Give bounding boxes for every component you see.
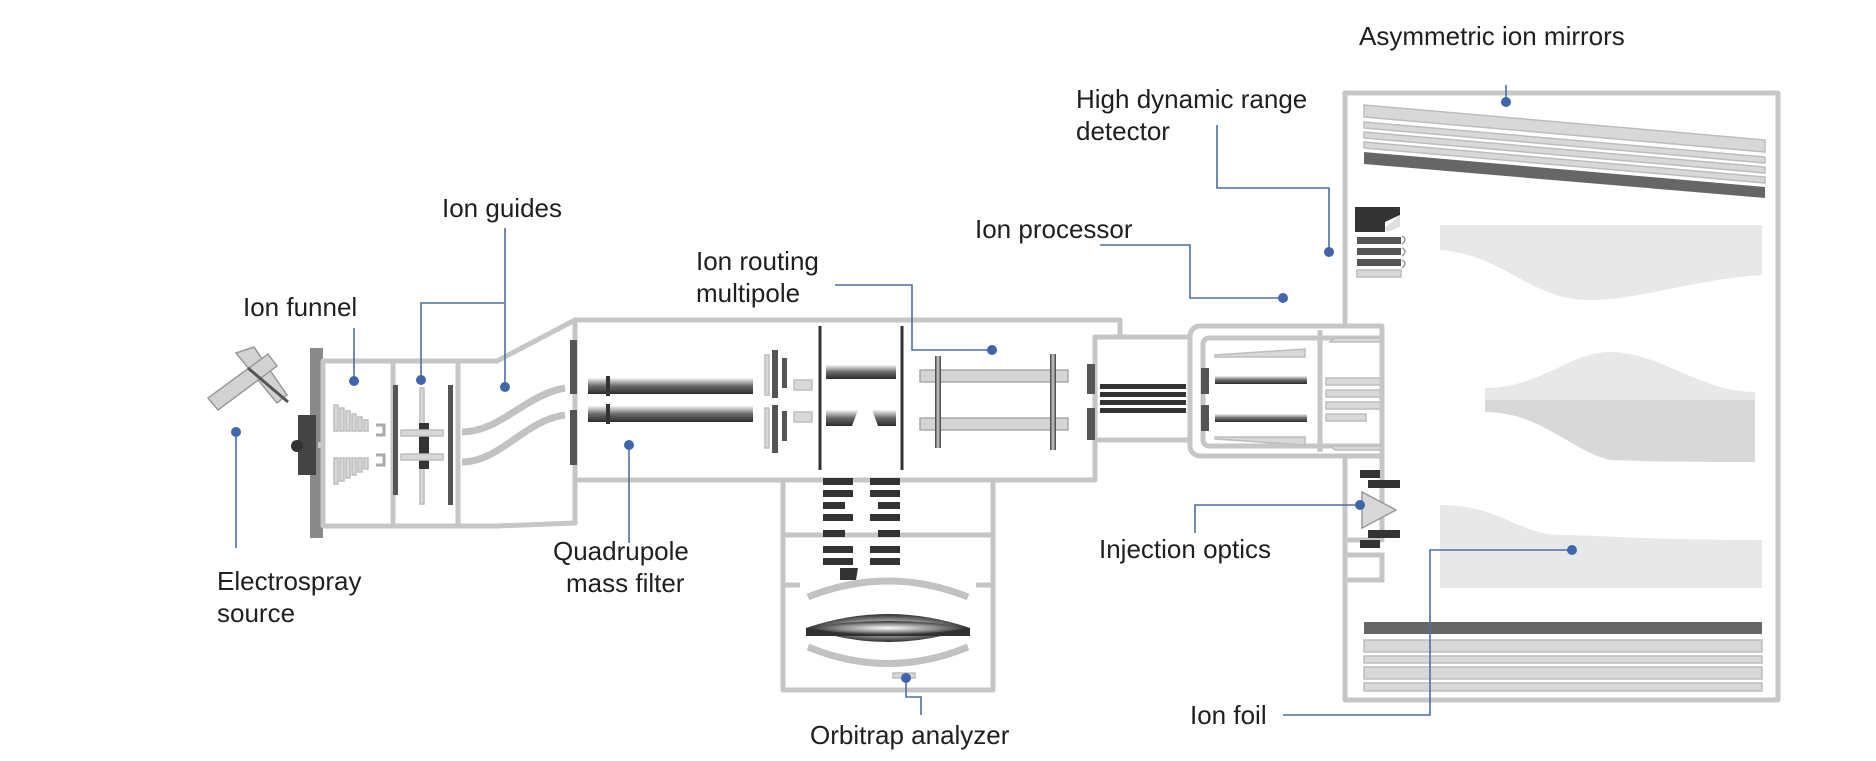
label-high-dynamic-range-detector: High dynamic range detector	[1076, 84, 1314, 146]
label-orbitrap-analyzer: Orbitrap analyzer	[810, 720, 1010, 750]
upper-ion-mirror	[1363, 104, 1766, 198]
label-electrospray-source: Electrospray source	[217, 566, 369, 628]
label-ion-processor: Ion processor	[975, 214, 1133, 244]
orbitrap-electrodes	[806, 577, 970, 679]
ion-beam-envelopes	[1440, 225, 1762, 588]
injection-optics	[1360, 470, 1400, 548]
ion-funnel-electrodes	[333, 404, 386, 485]
detector-assembly	[1355, 207, 1406, 278]
instrument-drawing	[206, 90, 1781, 703]
leader-lines	[235, 85, 1572, 716]
c-trap-electrodes	[823, 478, 900, 580]
label-asymmetric-ion-mirrors: Asymmetric ion mirrors	[1359, 21, 1625, 51]
label-ion-routing-multipole: Ion routing multipole	[696, 246, 826, 308]
labels: Electrospray source Ion funnel Ion guide…	[217, 21, 1625, 750]
orbitrap-section	[780, 477, 996, 693]
label-injection-optics: Injection optics	[1099, 534, 1271, 564]
label-ion-funnel: Ion funnel	[243, 292, 357, 322]
label-ion-foil: Ion foil	[1190, 700, 1267, 730]
quadrupole-rods	[588, 376, 753, 424]
main-chamber	[570, 317, 1123, 483]
callout-dots	[231, 97, 1577, 683]
electrospray-source	[206, 346, 289, 412]
label-quadrupole-mass-filter: Quadrupole mass filter	[553, 536, 696, 598]
lower-ion-mirror	[1363, 622, 1763, 692]
transfer-optics	[764, 326, 904, 470]
label-ion-guides: Ion guides	[442, 193, 562, 223]
transfer-multipole	[1087, 334, 1193, 443]
ion-guide-electrodes	[393, 384, 566, 505]
